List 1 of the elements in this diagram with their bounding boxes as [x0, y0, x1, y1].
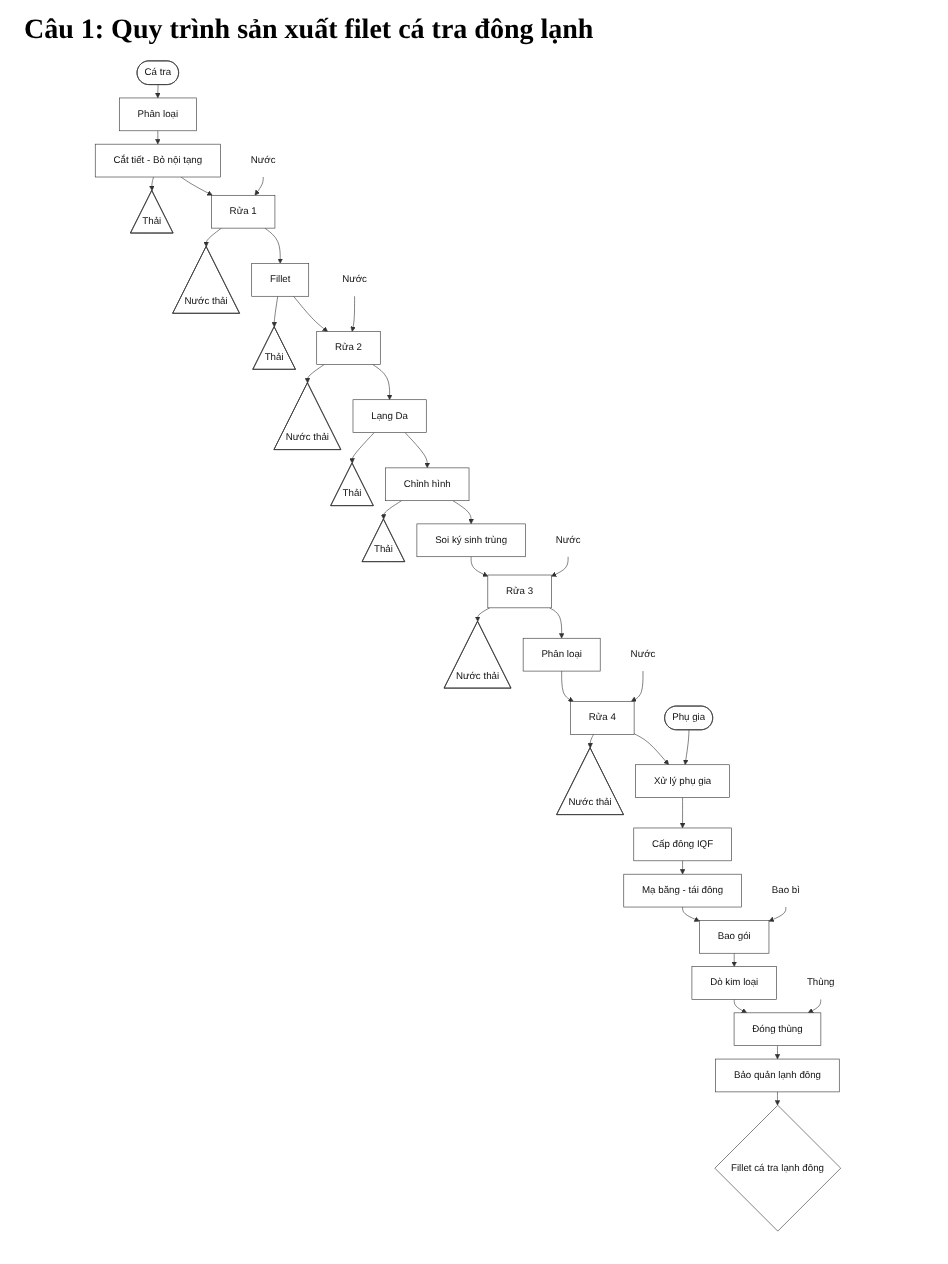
diagram-title: Câu 1: Quy trình sản xuất filet cá tra đông lạnh — [24, 16, 596, 48]
